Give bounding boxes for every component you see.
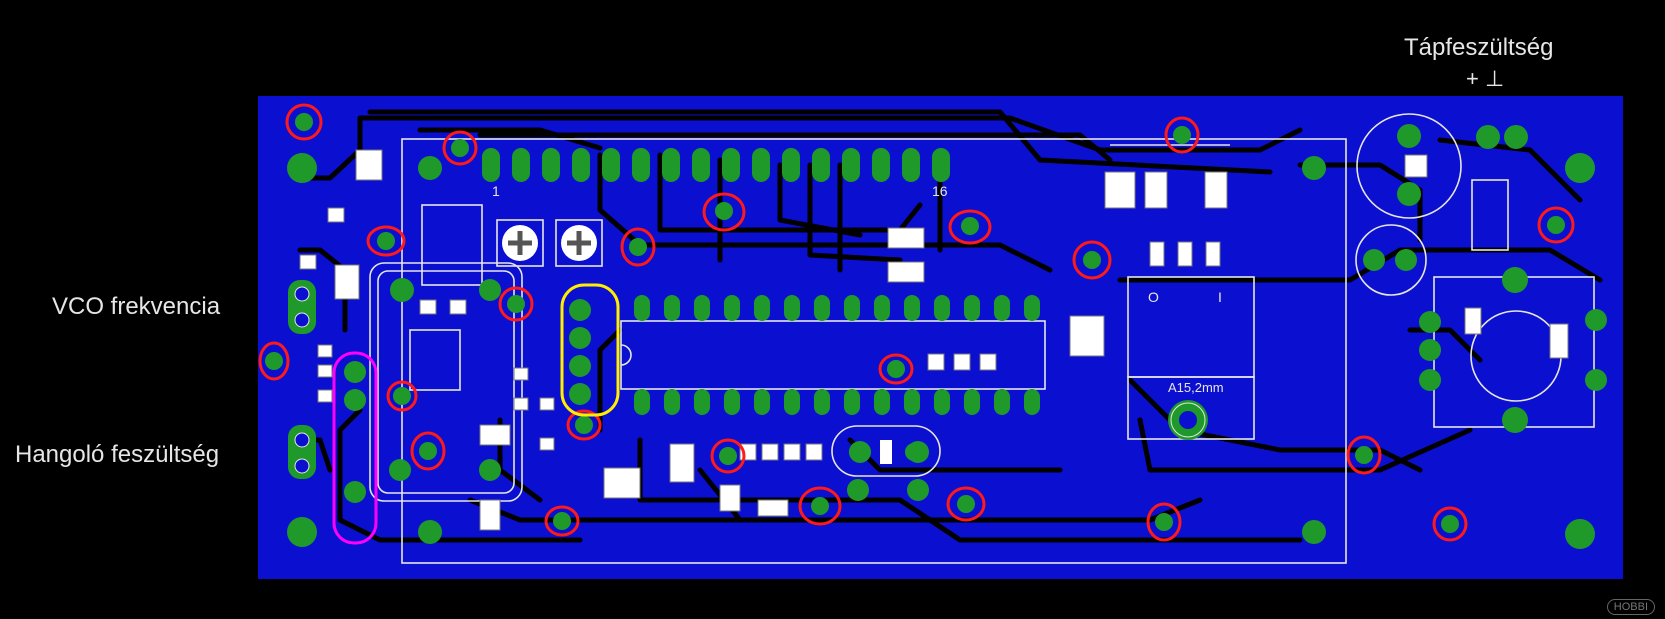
- regulator-in-label: I: [1218, 289, 1222, 305]
- pin1-label: 1: [492, 183, 500, 199]
- regulator: [1170, 402, 1206, 438]
- dip-ic-pins: [634, 295, 1040, 415]
- highlighted-vias: [258, 103, 1575, 542]
- supply-voltage-label: Tápfeszültség: [1404, 34, 1554, 61]
- highlight-header-yellow: [560, 283, 620, 417]
- watermark-logo: HOBBI: [1606, 599, 1655, 615]
- tuning-voltage-label: Hangoló feszültség: [15, 441, 220, 468]
- crystal: [849, 440, 923, 464]
- smd-pads: [299, 149, 1569, 531]
- connector-pads: [288, 280, 316, 479]
- highlight-magenta: [332, 351, 378, 545]
- trimmer-pots: [502, 225, 597, 261]
- header-pins-top: [482, 148, 950, 182]
- heatsink-label: A15,2mm: [1168, 380, 1224, 395]
- vco-frequency-label: VCO frekvencia: [52, 293, 221, 320]
- polarity-label: + ⊥: [1466, 66, 1505, 91]
- regulator-out-label: O: [1148, 289, 1159, 305]
- pin16-label: 16: [932, 183, 948, 199]
